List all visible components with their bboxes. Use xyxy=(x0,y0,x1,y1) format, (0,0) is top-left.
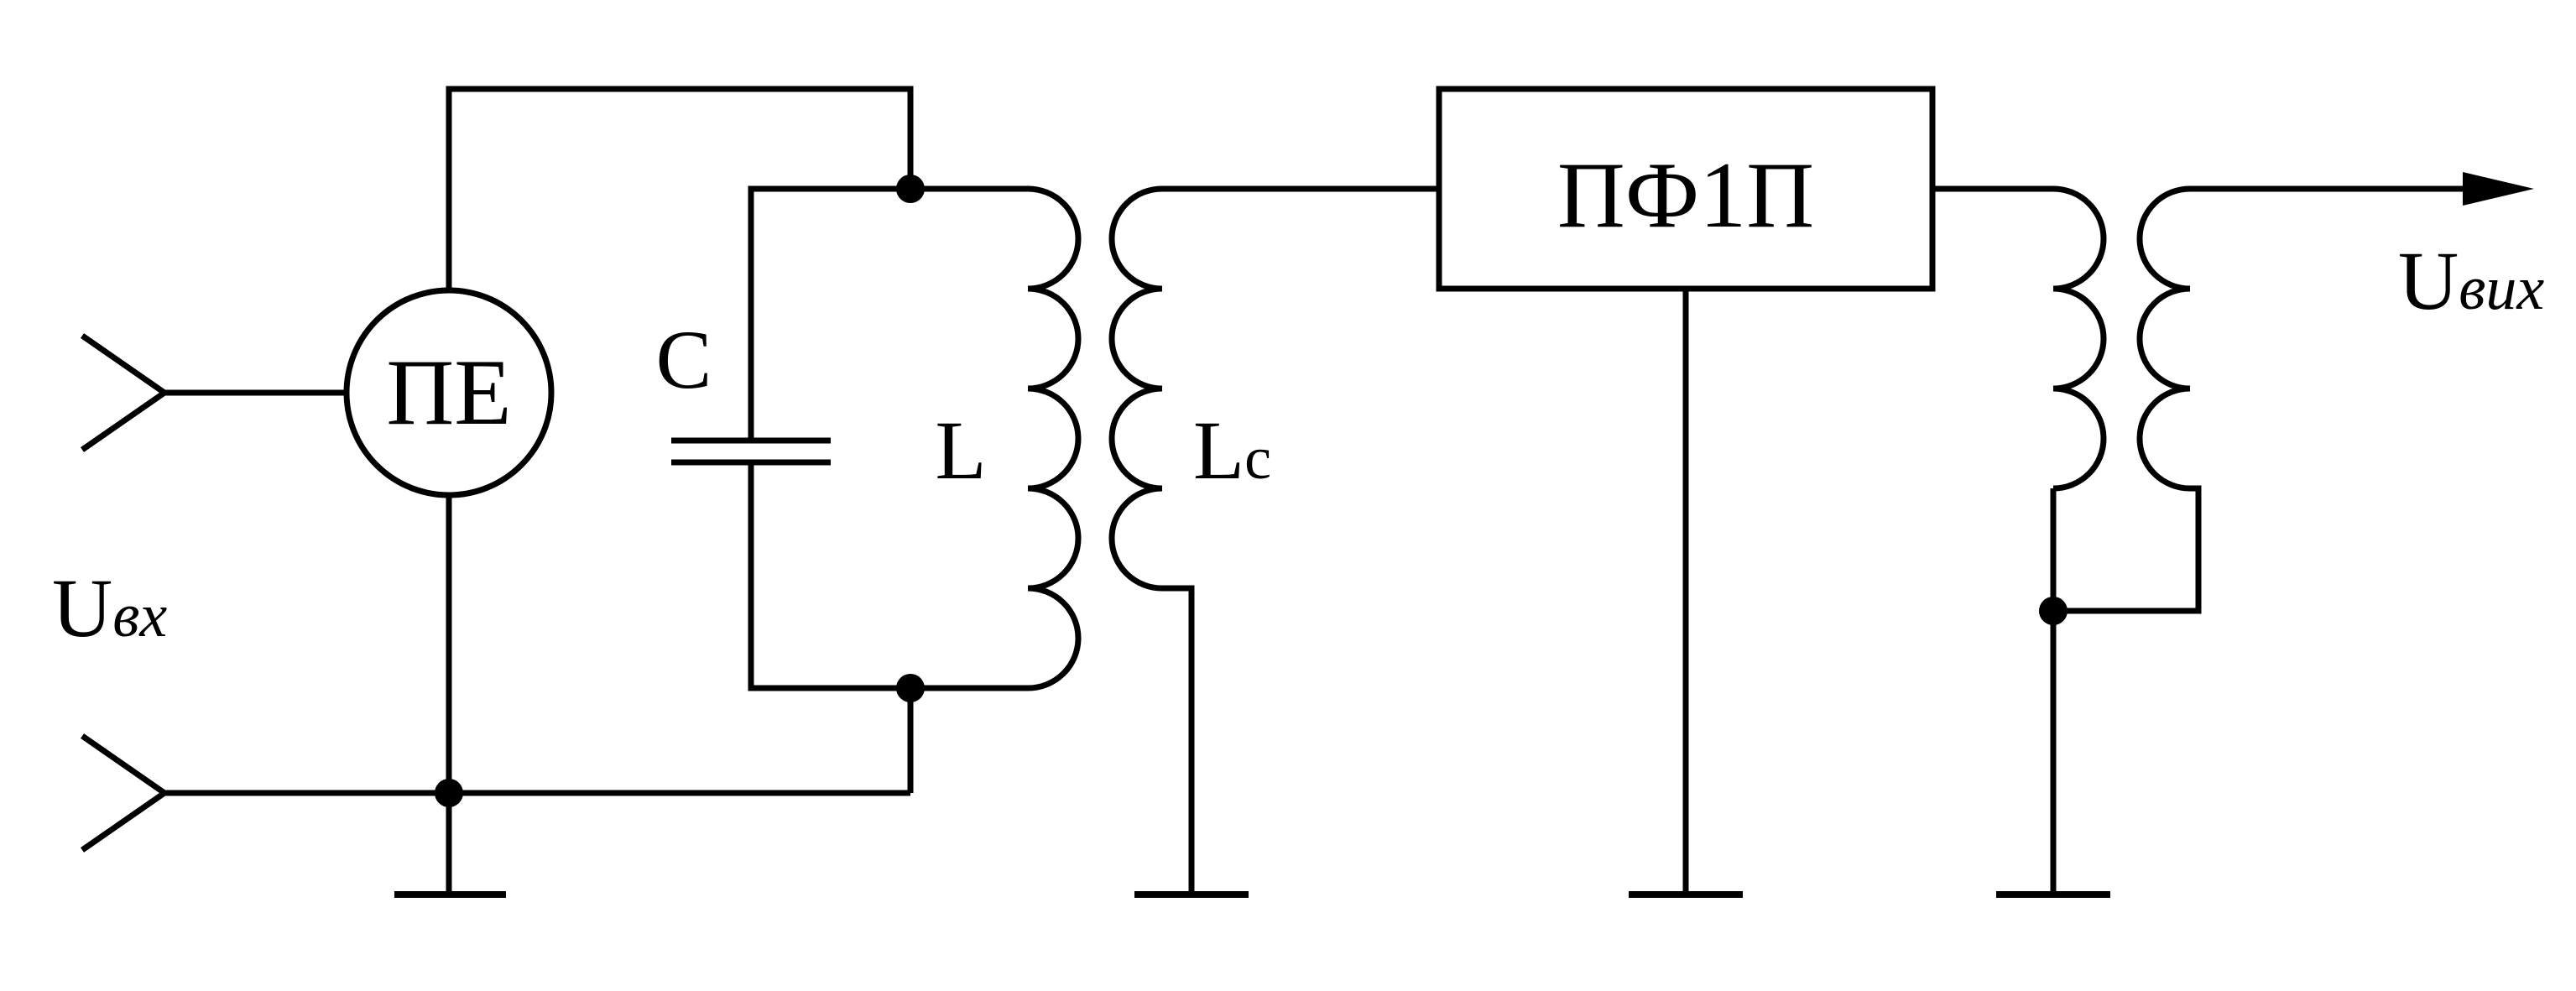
filter-label: ПФ1П xyxy=(1557,143,1814,248)
output-secondary-return xyxy=(2053,485,2202,614)
coupling-coil-label: Lc xyxy=(1193,404,1271,497)
junction-dot-tank-top xyxy=(896,175,925,203)
converter-top-wire xyxy=(446,86,914,290)
junction-dot-output xyxy=(2039,597,2068,625)
input-terminal-bottom xyxy=(81,733,170,853)
coupling-coil-bottom-wire xyxy=(1162,585,1195,895)
output-secondary-coil xyxy=(2136,185,2191,492)
coupling-coil xyxy=(1108,185,1163,592)
input-terminal-top xyxy=(81,333,170,452)
capacitor-bottom-wire xyxy=(748,462,910,691)
capacitor-label: C xyxy=(656,313,712,406)
junction-dot-ground xyxy=(435,779,463,807)
inductor-label: L xyxy=(935,404,986,497)
output-primary-coil xyxy=(2052,185,2107,492)
output-voltage-label: Uвих xyxy=(2398,234,2544,327)
converter-label: ПЕ xyxy=(386,341,511,445)
inductor-l-coil xyxy=(1027,185,1082,691)
output-arrow-icon xyxy=(2463,172,2534,206)
junction-dot-tank-bottom xyxy=(896,674,925,702)
capacitor-top-wire xyxy=(748,185,910,441)
input-voltage-label: Uвх xyxy=(52,561,167,655)
